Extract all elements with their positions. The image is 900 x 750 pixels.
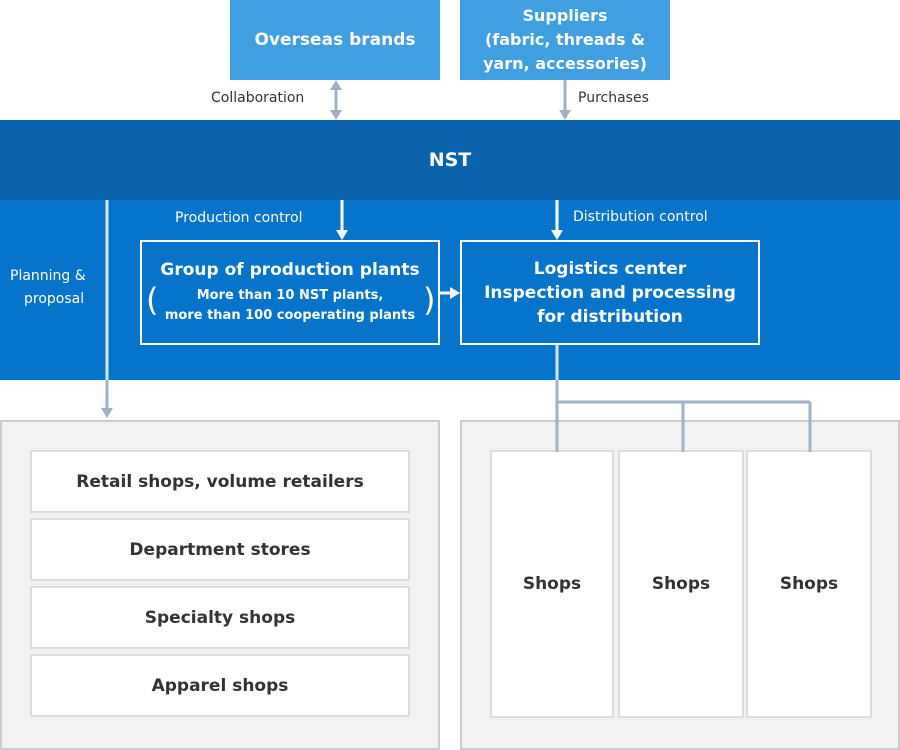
- planning-line-2: proposal: [24, 291, 85, 307]
- logistics-line-3: for distribution: [537, 306, 683, 327]
- plants-subtitle: More than 10 NST plants, more than 100 c…: [155, 286, 425, 326]
- shop-box: Shops: [490, 450, 614, 718]
- shop-box: Shops: [618, 450, 744, 718]
- shop-label: Shops: [779, 574, 839, 594]
- purchases-label: Purchases: [578, 90, 649, 106]
- suppliers-line-3: yarn, accessories): [483, 54, 647, 73]
- planning-proposal-label: Planning & proposal: [10, 268, 86, 307]
- overseas-brands-box: Overseas brands: [230, 0, 440, 80]
- right-parenthesis: ): [423, 281, 436, 319]
- outlet-label: Retail shops, volume retailers: [76, 471, 364, 492]
- planning-line-1: Planning &: [10, 268, 86, 284]
- shop-label: Shops: [522, 574, 582, 594]
- plants-sub-line-2: more than 100 cooperating plants: [164, 307, 416, 323]
- outlet-item: Retail shops, volume retailers: [30, 450, 410, 513]
- nst-operations-area: [0, 200, 900, 380]
- shop-box: Shops: [746, 450, 872, 718]
- left-parenthesis: (: [146, 281, 159, 319]
- nst-label: NST: [428, 149, 472, 171]
- suppliers-line-1: Suppliers: [522, 6, 608, 25]
- collaboration-label: Collaboration: [211, 90, 305, 106]
- distribution-control-label: Distribution control: [573, 209, 708, 225]
- purchases-arrow: [559, 80, 571, 120]
- overseas-brands-label: Overseas brands: [254, 30, 416, 50]
- production-plants-box: Group of production plants More than 10 …: [140, 240, 440, 345]
- logistics-line-2: Inspection and processing: [484, 282, 736, 303]
- suppliers-box: Suppliers (fabric, threads & yarn, acces…: [460, 0, 670, 80]
- outlet-item: Specialty shops: [30, 586, 410, 649]
- outlet-item: Department stores: [30, 518, 410, 581]
- plants-title: Group of production plants: [160, 259, 420, 280]
- outlet-label: Apparel shops: [151, 675, 289, 696]
- logistics-line-1: Logistics center: [533, 258, 687, 279]
- suppliers-line-2: (fabric, threads &: [484, 30, 646, 49]
- collaboration-arrow: [330, 80, 342, 120]
- production-control-label: Production control: [175, 210, 303, 226]
- plants-sub-line-1: More than 10 NST plants,: [196, 287, 384, 303]
- outlet-label: Specialty shops: [144, 607, 296, 628]
- outlet-label: Department stores: [129, 539, 311, 560]
- shop-label: Shops: [651, 574, 711, 594]
- nst-band: NST: [0, 120, 900, 200]
- outlet-item: Apparel shops: [30, 654, 410, 717]
- logistics-center-box: Logistics center Inspection and processi…: [460, 240, 760, 345]
